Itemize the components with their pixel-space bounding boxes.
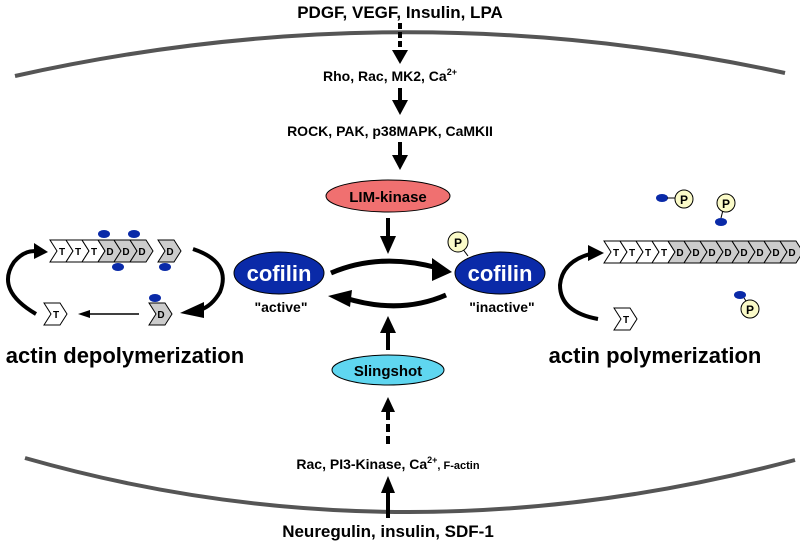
depolymerization-title: actin depolymerization bbox=[6, 343, 244, 368]
actin-subunit-label: T bbox=[75, 247, 81, 258]
signals-top: PDGF, VEGF, Insulin, LPA bbox=[297, 3, 503, 22]
depoly-right-arrowhead bbox=[180, 302, 204, 318]
poly-monomers: T P P P bbox=[613, 189, 760, 331]
cofilin-active-label: cofilin bbox=[247, 261, 312, 286]
actin-monomer-atp bbox=[613, 307, 638, 331]
slingshot-node bbox=[331, 354, 445, 386]
kinases-top: ROCK, PAK, p38MAPK, CaMKII bbox=[287, 123, 493, 139]
dephosphorylation-arrow bbox=[344, 292, 447, 309]
cofilin-inactive-state: "inactive" bbox=[469, 299, 534, 315]
upstream-bottom: Rac, PI3-Kinase, Ca2+, F-actin bbox=[296, 455, 479, 472]
phosphate-icon bbox=[740, 299, 760, 319]
actin-subunit-released-label: D bbox=[166, 247, 173, 258]
depoly-right-arc bbox=[192, 247, 225, 312]
actin-subunit-label: D bbox=[772, 248, 779, 259]
actin-subunit-label: D bbox=[122, 247, 129, 258]
cofilin-active-state: "active" bbox=[255, 299, 308, 315]
actin-subunit-label: T bbox=[613, 248, 619, 259]
phosphorylation-arrowhead bbox=[432, 258, 452, 281]
cofilin-dot bbox=[734, 291, 746, 299]
actin-subunit bbox=[779, 240, 800, 264]
actin-subunit-label: T bbox=[629, 248, 635, 259]
phosphate-icon bbox=[447, 231, 469, 253]
phosphate-label: P bbox=[722, 197, 730, 211]
phosphate-icon bbox=[674, 189, 694, 209]
actin-subunit-label: D bbox=[788, 248, 795, 259]
actin-subunit-released bbox=[157, 239, 182, 263]
phosphate-icon bbox=[716, 193, 736, 213]
cofilin-dot bbox=[112, 263, 124, 271]
lim-kinase-node bbox=[325, 179, 451, 213]
depoly-return-arrowhead bbox=[78, 310, 90, 318]
actin-monomer-adp-label: D bbox=[157, 310, 164, 321]
slingshot-label: Slingshot bbox=[354, 363, 422, 380]
dephosphorylation-arrowhead bbox=[328, 290, 352, 307]
actin-subunit-label: D bbox=[692, 248, 699, 259]
upstream-top: Rho, Rac, MK2, Ca2+ bbox=[323, 67, 457, 84]
actin-monomer-atp-label: T bbox=[53, 310, 59, 321]
polymerization-title: actin polymerization bbox=[549, 343, 762, 368]
depoly-left-arc bbox=[6, 249, 41, 316]
phosphate-label: P bbox=[680, 193, 688, 207]
signals-bottom: Neuregulin, insulin, SDF-1 bbox=[282, 522, 494, 541]
actin-subunit-label: D bbox=[724, 248, 731, 259]
cofilin-dot bbox=[98, 230, 110, 238]
lim-kinase-label: LIM-kinase bbox=[349, 189, 427, 206]
cofilin-dot bbox=[149, 294, 161, 302]
arrowhead-top bbox=[392, 50, 408, 64]
actin-monomer-atp bbox=[43, 302, 68, 326]
cofilin-dot bbox=[128, 230, 140, 238]
actin-subunit-label: D bbox=[106, 247, 113, 258]
poly-arc bbox=[557, 252, 599, 321]
actin-subunit-label: T bbox=[645, 248, 651, 259]
cofilin-dot bbox=[715, 218, 727, 226]
arrowhead-bottom-dashed bbox=[381, 397, 395, 412]
actin-subunit-label: T bbox=[91, 247, 97, 258]
actin-subunit-label: D bbox=[708, 248, 715, 259]
cofilin-inactive-node bbox=[454, 251, 546, 295]
cofilin-dot bbox=[656, 194, 668, 202]
actin-subunit-label: T bbox=[59, 247, 65, 258]
actin-subunit-label: D bbox=[676, 248, 683, 259]
depoly-monomers: DDT bbox=[43, 239, 182, 326]
arrowhead-3 bbox=[392, 155, 408, 170]
cofilin-inactive-label: cofilin bbox=[468, 261, 533, 286]
arrowhead-2 bbox=[392, 100, 408, 115]
phosphate-label: P bbox=[746, 303, 754, 317]
actin-subunit bbox=[129, 239, 154, 263]
cofilin-active-node bbox=[233, 251, 325, 295]
actin-monomer-atp-label: T bbox=[623, 315, 629, 326]
lim-arrowhead bbox=[380, 236, 396, 254]
arrowhead-bottom bbox=[381, 476, 395, 493]
actin-subunit-label: D bbox=[740, 248, 747, 259]
actin-subunit-label: D bbox=[756, 248, 763, 259]
cofilin-dot bbox=[159, 263, 171, 271]
phosphorylation-arrow bbox=[330, 258, 439, 276]
actin-subunit-label: D bbox=[138, 247, 145, 258]
membrane-bottom-line bbox=[24, 456, 796, 514]
phosphate-label: P bbox=[454, 236, 462, 250]
actin-monomer-adp bbox=[148, 302, 173, 326]
actin-subunit-label: T bbox=[661, 248, 667, 259]
slingshot-arrowhead bbox=[380, 316, 396, 333]
depoly-left-arrowhead bbox=[34, 243, 48, 259]
poly-arrowhead bbox=[588, 245, 604, 261]
